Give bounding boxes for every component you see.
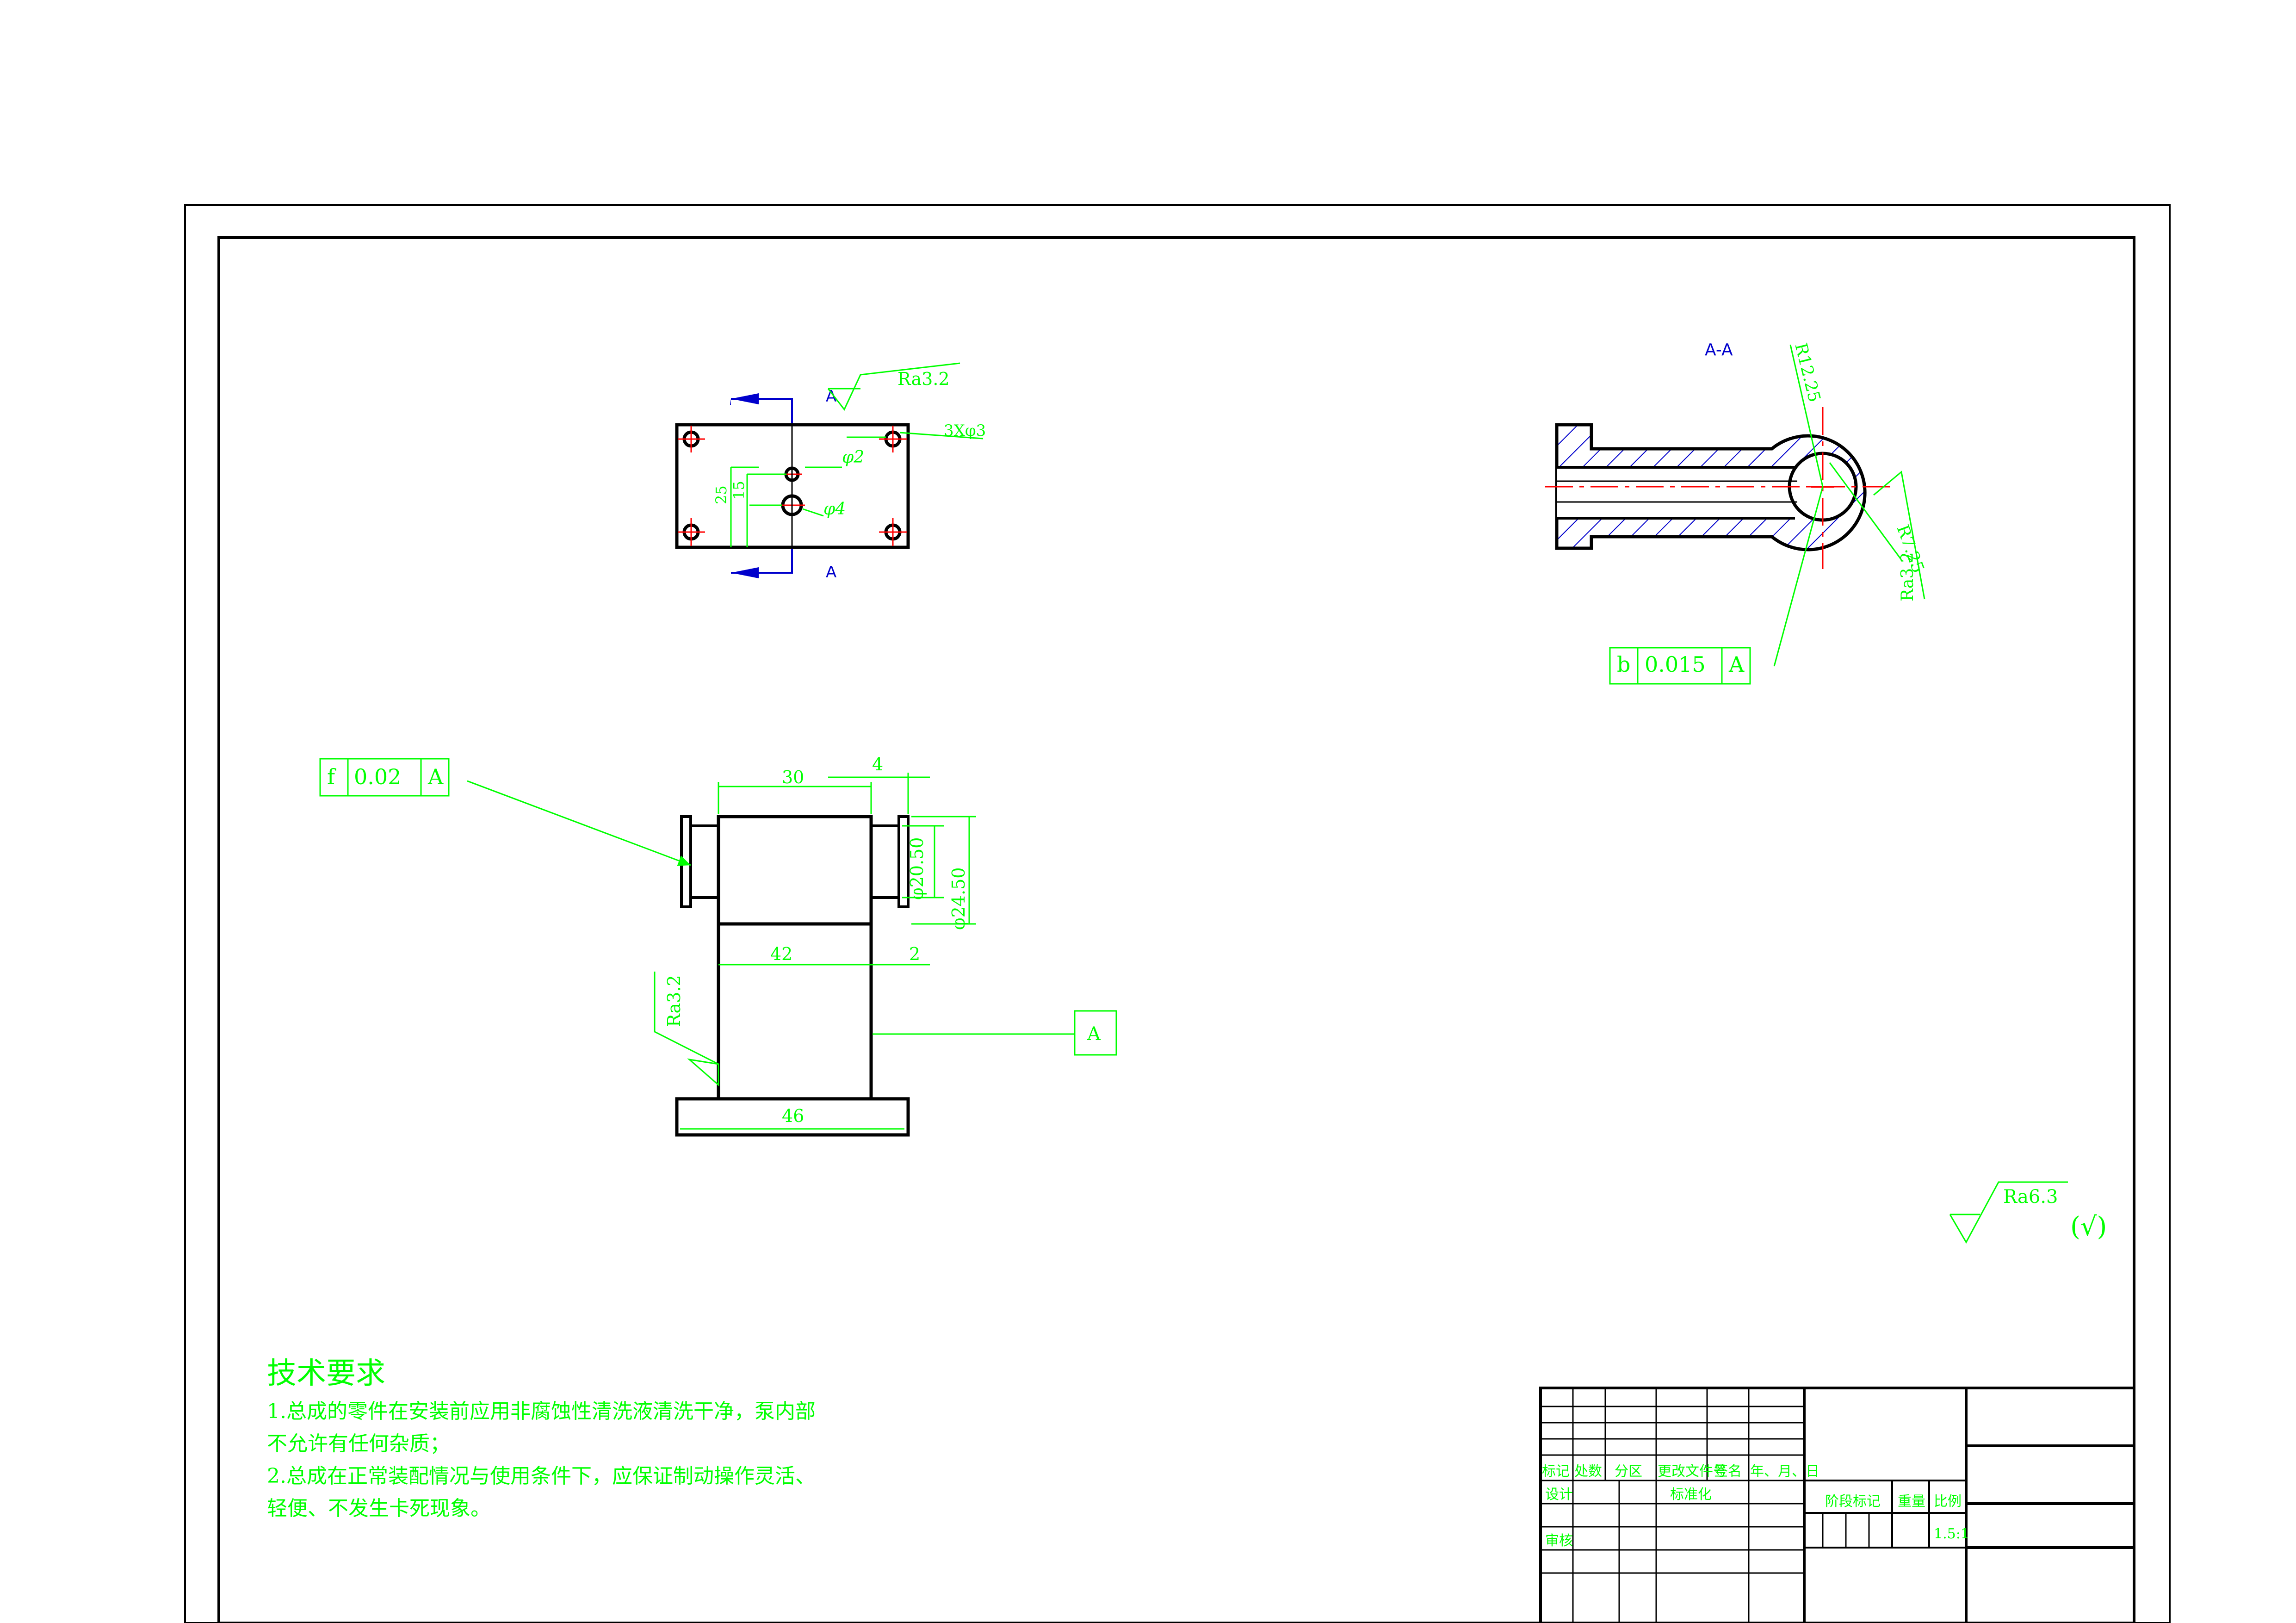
svg-text:A: A	[427, 764, 444, 789]
svg-text:签名: 签名	[1714, 1463, 1742, 1480]
svg-text:2.总成在正常装配情况与使用条件下，应保证制动操作灵活、: 2.总成在正常装配情况与使用条件下，应保证制动操作灵活、	[267, 1464, 816, 1488]
dim-dia-4: φ4	[823, 500, 846, 519]
section-label-bottom: A	[826, 563, 836, 582]
svg-text:标准化: 标准化	[1670, 1487, 1712, 1503]
dim-46: 46	[782, 1106, 804, 1126]
svg-text:A: A	[1087, 1023, 1101, 1045]
front-tolerance-frame: f 0.02 A	[319, 758, 450, 797]
section-roughness: Ra3.2	[1898, 552, 1917, 601]
front-roughness: Ra3.2	[664, 975, 684, 1027]
technical-notes: 技术要求 1.总成的零件在安装前应用非腐蚀性清洗液清洗干净，泵内部 不允许有任何…	[267, 1357, 816, 1520]
section-view: A-A R12.25 R7.25 Ra3.2 b 0.015	[1545, 341, 1928, 685]
dim-dia-2: φ2	[842, 448, 864, 467]
svg-text:比例: 比例	[1934, 1493, 1962, 1510]
svg-text:重量: 重量	[1898, 1493, 1925, 1510]
front-dimensions	[467, 773, 1075, 1130]
datum-box: A	[1074, 1010, 1117, 1056]
svg-text:设计: 设计	[1545, 1487, 1573, 1503]
svg-text:(√): (√)	[2070, 1212, 2107, 1242]
svg-text:更改文件号: 更改文件号	[1658, 1463, 1727, 1480]
sheet-border	[184, 204, 2171, 1623]
hole-note: 3Xφ3	[944, 421, 986, 440]
dim-25: 25	[712, 485, 730, 504]
section-dimensions	[1773, 344, 1925, 667]
dim-2: 2	[909, 944, 920, 964]
svg-text:处数: 处数	[1574, 1463, 1602, 1480]
svg-text:Ra6.3: Ra6.3	[2003, 1186, 2058, 1208]
svg-text:轻便、不发生卡死现象。: 轻便、不发生卡死现象。	[267, 1497, 491, 1520]
svg-text:不允许有任何杂质；: 不允许有任何杂质；	[267, 1432, 450, 1456]
svg-text:0.02: 0.02	[354, 764, 401, 789]
dim-4: 4	[872, 754, 883, 774]
svg-text:年、月、日: 年、月、日	[1750, 1463, 1819, 1480]
svg-text:阶段标记: 阶段标记	[1825, 1493, 1881, 1510]
dim-15: 15	[730, 481, 748, 500]
section-label-top: A	[826, 387, 836, 406]
dim-42: 42	[770, 944, 792, 964]
svg-text:b: b	[1617, 652, 1630, 677]
svg-text:标记: 标记	[1542, 1463, 1570, 1480]
svg-text:分区: 分区	[1615, 1463, 1642, 1480]
section-title: A-A	[1705, 341, 1733, 359]
top-centerlines	[678, 426, 907, 546]
svg-text:f: f	[327, 764, 336, 789]
svg-text:A: A	[1728, 652, 1745, 677]
svg-text:1.5:1: 1.5:1	[1934, 1526, 1969, 1542]
dim-30: 30	[782, 767, 804, 787]
section-cut-marks	[730, 393, 793, 578]
section-tolerance-frame: b 0.015 A	[1609, 647, 1751, 685]
radius-outer: R12.25	[1791, 341, 1824, 404]
dim-dia-24: φ24.50	[948, 867, 969, 930]
svg-text:1.总成的零件在安装前应用非腐蚀性清洗液清洗干净，泵内部: 1.总成的零件在安装前应用非腐蚀性清洗液清洗干净，泵内部	[267, 1400, 816, 1423]
dim-dia-20: φ20.50	[907, 837, 927, 900]
notes-title: 技术要求	[267, 1357, 385, 1391]
title-block: 标记 处数 分区 更改文件号 签名 年、月、日 设计 标准化 阶段标记 重量 比…	[1539, 1387, 2135, 1623]
svg-text:审核: 审核	[1545, 1533, 1573, 1549]
svg-text:0.015: 0.015	[1645, 652, 1706, 677]
general-roughness: Ra6.3 (√)	[1949, 1181, 2107, 1244]
top-view: A A 25 15 φ2 φ4 3Xφ3 Ra3.2	[675, 362, 986, 582]
front-view: 30 4 42 2 46 φ20.50 φ24.50 Ra3.2 f 0.02 …	[319, 754, 1117, 1137]
top-roughness: Ra3.2	[897, 369, 950, 389]
top-dimensions	[730, 362, 984, 547]
